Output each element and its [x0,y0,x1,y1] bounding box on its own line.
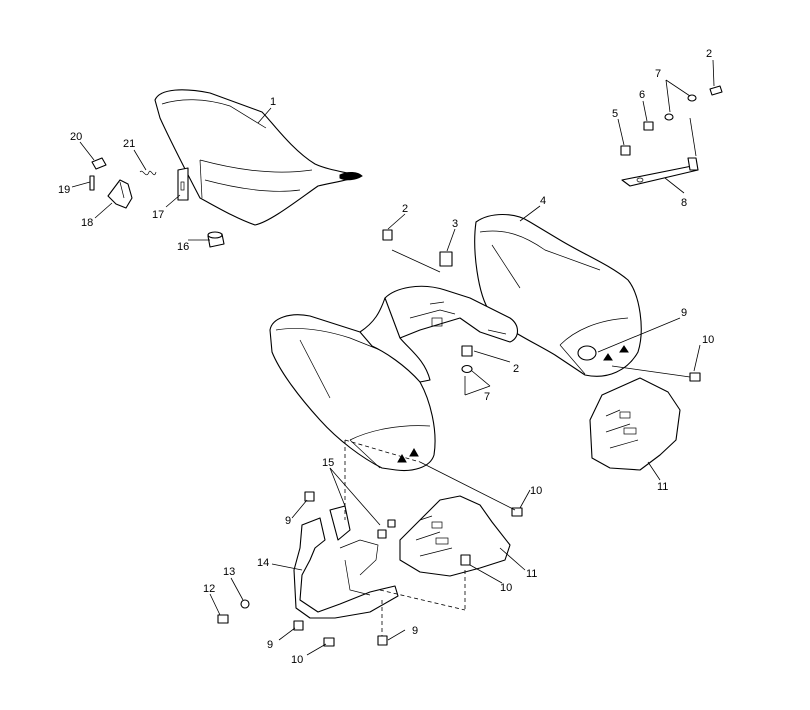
callout-3: 3 [452,218,458,230]
callout-19: 19 [58,184,70,196]
callout-7: 7 [484,391,490,403]
callout-10: 10 [530,485,542,497]
bumper-bracket [293,505,399,619]
callout-9: 9 [681,307,687,319]
skid-plate-lower [399,495,511,577]
callout-9: 9 [267,639,273,651]
callout-14: 14 [257,557,269,569]
callout-10: 10 [500,582,512,594]
rear-bracket-parts [620,85,723,187]
callout-5: 5 [612,108,618,120]
lower-fasteners [217,372,701,647]
callout-7: 7 [655,68,661,80]
seat [154,89,363,226]
leader-lines [71,59,715,656]
callout-labels: 1 2 2 2 3 4 5 6 7 7 8 9 9 9 9 10 10 10 1… [58,48,714,666]
callout-4: 4 [540,195,546,207]
callout-6: 6 [639,89,645,101]
callout-16: 16 [177,241,189,253]
seat-latch-parts [89,157,225,248]
callout-8: 8 [681,197,687,209]
callout-2: 2 [402,203,408,215]
callout-2: 2 [706,48,712,60]
callout-18: 18 [81,217,93,229]
callout-15: 15 [322,457,334,469]
callout-9: 9 [412,625,418,637]
callout-1: 1 [270,96,276,108]
callout-9: 9 [285,515,291,527]
callout-10: 10 [702,334,714,346]
callout-2: 2 [513,363,519,375]
callout-13: 13 [223,566,235,578]
callout-11: 11 [657,481,668,493]
skid-plate-upper [589,377,681,471]
callout-21: 21 [123,138,135,150]
callout-17: 17 [152,209,164,221]
callout-12: 12 [203,583,215,595]
fender-fasteners [382,229,473,374]
rear-fender [269,213,642,472]
callout-10: 10 [291,654,303,666]
callout-11: 11 [526,568,537,580]
callout-20: 20 [70,131,82,143]
